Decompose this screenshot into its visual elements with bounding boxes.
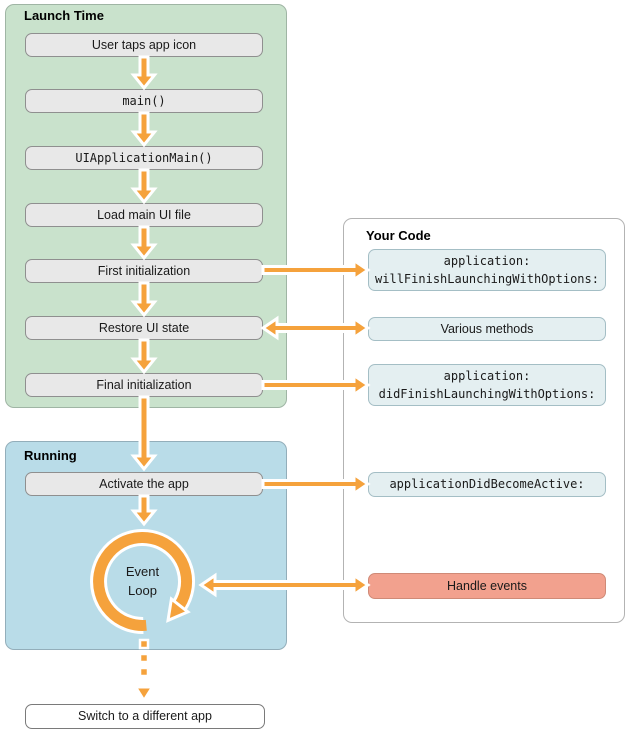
callback-will-finish-launching: application: willFinishLaunchingWithOpti… bbox=[368, 249, 606, 291]
running-title: Running bbox=[24, 448, 77, 463]
callback-line: willFinishLaunchingWithOptions: bbox=[375, 272, 599, 286]
callback-line: didFinishLaunchingWithOptions: bbox=[378, 387, 596, 401]
launch-time-title: Launch Time bbox=[24, 8, 104, 23]
step-activate-the-app: Activate the app bbox=[25, 472, 263, 496]
step-main: main() bbox=[25, 89, 263, 113]
callback-various-methods: Various methods bbox=[368, 317, 606, 341]
callback-line: application: bbox=[443, 369, 531, 383]
callback-did-finish-launching: application: didFinishLaunchingWithOptio… bbox=[368, 364, 606, 406]
step-switch-to-different-app: Switch to a different app bbox=[25, 704, 265, 729]
step-first-initialization: First initialization bbox=[25, 259, 263, 283]
dashed-arrow-segment bbox=[138, 652, 150, 664]
step-final-initialization: Final initialization bbox=[25, 373, 263, 397]
callback-line: application: bbox=[443, 254, 531, 268]
event-loop-label: Event Loop bbox=[92, 562, 193, 600]
event-loop-line2: Loop bbox=[128, 583, 157, 598]
dashed-arrow-segment bbox=[138, 666, 150, 678]
callback-handle-events: Handle events bbox=[368, 573, 606, 599]
dashed-arrow-head-icon bbox=[132, 685, 156, 704]
event-loop-line1: Event bbox=[125, 564, 160, 579]
step-restore-ui-state: Restore UI state bbox=[25, 316, 263, 340]
callback-did-become-active: applicationDidBecomeActive: bbox=[368, 472, 606, 497]
step-load-main-ui-file: Load main UI file bbox=[25, 203, 263, 227]
step-user-taps-app-icon: User taps app icon bbox=[25, 33, 263, 57]
step-uiapplicationmain: UIApplicationMain() bbox=[25, 146, 263, 170]
your-code-title: Your Code bbox=[366, 228, 431, 243]
